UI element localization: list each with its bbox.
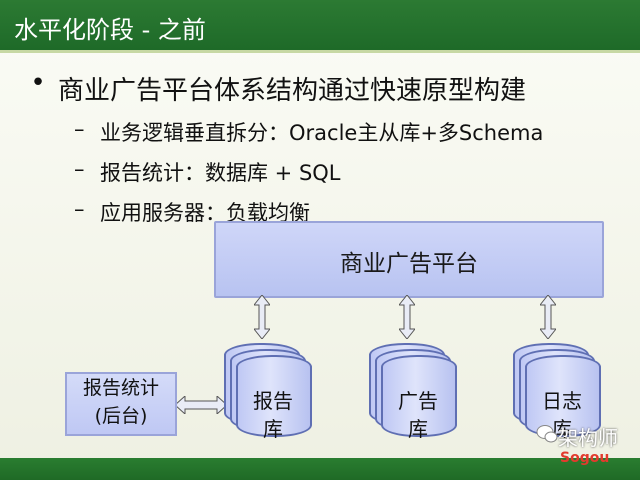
db-label-line: 广告: [398, 389, 438, 413]
report-db-stack: 报告 库: [224, 343, 312, 441]
platform-label: 商业广告平台: [340, 251, 478, 277]
database-icon: [381, 355, 457, 437]
database-icon: [236, 355, 312, 437]
db-label-line: 日志: [542, 389, 582, 413]
sub-bullet-text: 业务逻辑垂直拆分：Oracle主从库+多Schema: [100, 121, 544, 145]
bottom-bar: [0, 458, 640, 480]
bullet-list: • 商业广告平台体系结构通过快速原型构建 – 业务逻辑垂直拆分：Oracle主从…: [30, 70, 630, 227]
dash-icon: –: [74, 117, 85, 141]
double-arrow-icon: [540, 295, 556, 339]
bullet-main: • 商业广告平台体系结构通过快速原型构建: [30, 70, 630, 107]
watermark-text: 架构师: [558, 426, 618, 450]
sub-bullet-2: – 报告统计：数据库 + SQL: [74, 157, 630, 187]
db-label: 广告 库: [381, 387, 455, 443]
db-label-line: 库: [408, 417, 428, 441]
sogou-logo: Sogou: [560, 450, 610, 466]
title-bar: 水平化阶段 - 之前: [0, 0, 640, 53]
watermark: 架构师 Sogou: [536, 420, 636, 476]
double-arrow-icon: [399, 295, 415, 339]
bullet-dot-icon: •: [30, 68, 46, 98]
dash-icon: –: [74, 157, 85, 181]
wechat-icon: [536, 425, 558, 443]
slide-title: 水平化阶段 - 之前: [14, 16, 206, 44]
log-db-stack: 日志 库: [513, 343, 601, 441]
side-box-line: (后台): [94, 405, 148, 427]
database-icon: [525, 355, 601, 437]
sub-bullet-1: – 业务逻辑垂直拆分：Oracle主从库+多Schema: [74, 117, 630, 147]
ad-db-stack: 广告 库: [369, 343, 457, 441]
dash-icon: –: [74, 197, 85, 221]
double-arrow-icon: [254, 295, 270, 339]
db-label-line: 报告: [253, 389, 293, 413]
bullet-main-text: 商业广告平台体系结构通过快速原型构建: [58, 76, 527, 106]
report-backend-box: 报告统计 (后台): [65, 372, 177, 436]
side-box-line: 报告统计: [82, 377, 159, 399]
db-label-line: 库: [263, 417, 283, 441]
platform-box: 商业广告平台: [214, 221, 604, 298]
db-label: 报告 库: [236, 387, 310, 443]
double-arrow-horizontal-icon: [175, 396, 227, 414]
sub-bullet-text: 报告统计：数据库 + SQL: [100, 161, 341, 185]
